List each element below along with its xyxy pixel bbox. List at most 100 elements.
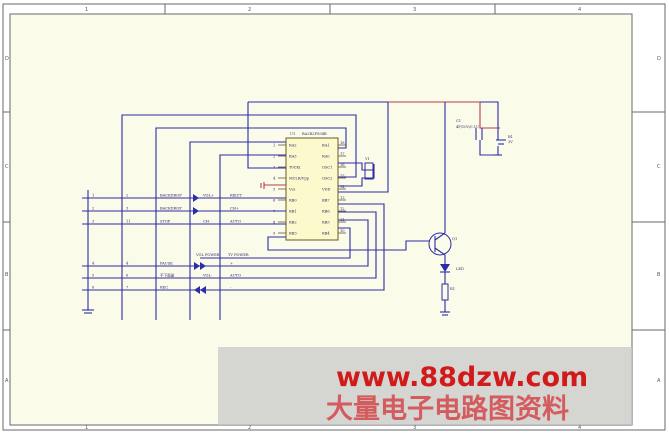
ic-pin-right-num: 18 [340,141,345,145]
diode-2 [193,207,199,215]
watermark-cn: 大量电子电路图资料 [326,393,569,425]
conn-pin-b: 6 [126,274,129,278]
ic-pin-left-name: Vss [288,187,295,191]
ic-pin-right-num: 16 [340,163,345,167]
ic-pin-left-num: 3 [273,165,276,169]
zone-left-B: B [5,272,9,278]
ic-pin-right-num: 17 [340,152,345,156]
zone-ticks [3,4,665,331]
power-label-2: TV POWER [228,253,249,257]
transistor-q1 [428,232,452,256]
cap-val: 4P/10V/0.1U [456,125,479,129]
xtal-ref: Y1 [364,157,370,161]
conn-pin-a: 3 [92,220,95,224]
wire-ra1 [121,114,357,320]
zone-right-D: D [657,56,661,62]
wire-rb3-transistor [267,236,430,251]
led-ref: LED [456,267,464,271]
zone-bottom-1: 1 [85,425,88,431]
zone-right-A: A [657,378,661,384]
cap-ref: C1 [456,119,461,123]
zone-top-3: 3 [413,7,416,13]
res-ref: R1 [450,287,455,291]
ic-pin-left-num: 5 [273,187,276,191]
ic-pin-right-name: RB6 [322,209,330,213]
ic-pin-left-name: RB0 [289,198,297,202]
diode-1 [193,194,199,202]
zone-top-2: 2 [248,7,251,13]
conn-pin-a: 1 [92,194,94,198]
zone-bottom-3: 3 [413,425,416,431]
ic-pin-right-name: RA1 [322,143,330,147]
ic-pin-left-num: 2 [273,154,275,158]
conn-net: BACKDROP [160,194,182,198]
transistor-ref: Q1 [452,237,457,241]
ic-pin-left-name: RA2 [289,143,297,147]
wire-mclr [247,102,286,169]
ic-part: BA2R2FS04B [302,132,327,136]
ic-pin-left-name: RB1 [289,209,297,213]
ic-pin-left-name: RB2 [289,220,297,224]
conn-func: + [230,262,233,266]
ic-pin-left-num: 6 [273,198,276,202]
watermark-url: www.88dzw.com [336,362,588,393]
wiring [82,101,506,320]
zone-right-B: B [657,272,661,278]
conn-net: REC [160,286,168,290]
diode-4 [194,286,200,294]
conn-net: 不下面量 [160,273,175,278]
power-label: VOL POWER [195,253,220,257]
conn-func: AUTO [229,220,241,224]
ic-pin-right-num: 14 [340,185,345,189]
outer-frame [2,3,666,431]
zone-bottom-2: 2 [248,425,251,431]
conn-pin-a: 2 [92,207,94,211]
conn-func: - [230,286,232,290]
ic-pin-right-name: OSC2 [322,176,332,180]
ic-pin-left-num: 1 [273,143,275,147]
zone-top-4: 4 [578,7,581,13]
ic-pin-right-num: 15 [340,174,345,178]
conn-pin-a: 6 [92,286,95,290]
conn-pin-b: 4 [126,262,129,266]
ic-ref: U1 [290,132,295,136]
ic-pin-right-name: VDD [321,187,330,191]
ic-pin-right-num: 10 [340,229,345,233]
watermark-band [218,347,632,425]
batt-val: 3V [508,140,513,144]
ic-pin-right-name: OSC1 [322,165,332,169]
conn-pin-b: 7 [126,286,129,290]
conn-func: CH+ [230,207,239,211]
zone-right-C: C [657,164,661,170]
ic-pin-left-num: 9 [273,231,276,235]
conn-func: RIECT [230,194,242,198]
zone-labels-side: D D C C B B A A [5,56,661,384]
ic-pin-left-name: T0CKI [289,165,301,169]
conn-func: AUTO [229,274,241,278]
zone-left-C: C [5,164,9,170]
ic-pin-left-name: RB3 [289,231,297,235]
zone-top-1: 1 [85,7,88,13]
conn-pin-b: 3 [126,207,129,211]
zone-left-D: D [5,56,9,62]
ic-pin-right-num: 13 [340,196,345,200]
conn-pin-a: 5 [92,274,95,278]
batt-ref: B1 [508,135,513,139]
ic-pin-left-name: RA3 [289,154,297,158]
ic-pin-right-num: 12 [340,207,345,211]
led-symbol [440,264,450,272]
ic-pin-right-name: RA0 [322,154,330,158]
ic-pin-left-name: MCLR/Vpp [289,176,310,180]
conn-net: STOP [160,220,171,224]
zone-left-A: A [5,378,9,384]
ic-pin-right-name: RB4 [322,231,330,235]
conn-pin-b: 11 [126,220,131,224]
conn-net: PAUSE [160,262,173,266]
ic-pin-right-name: RB5 [322,220,330,224]
ic-pin-right-name: RB7 [322,198,330,202]
ic-pin-left-num: 8 [273,220,276,224]
